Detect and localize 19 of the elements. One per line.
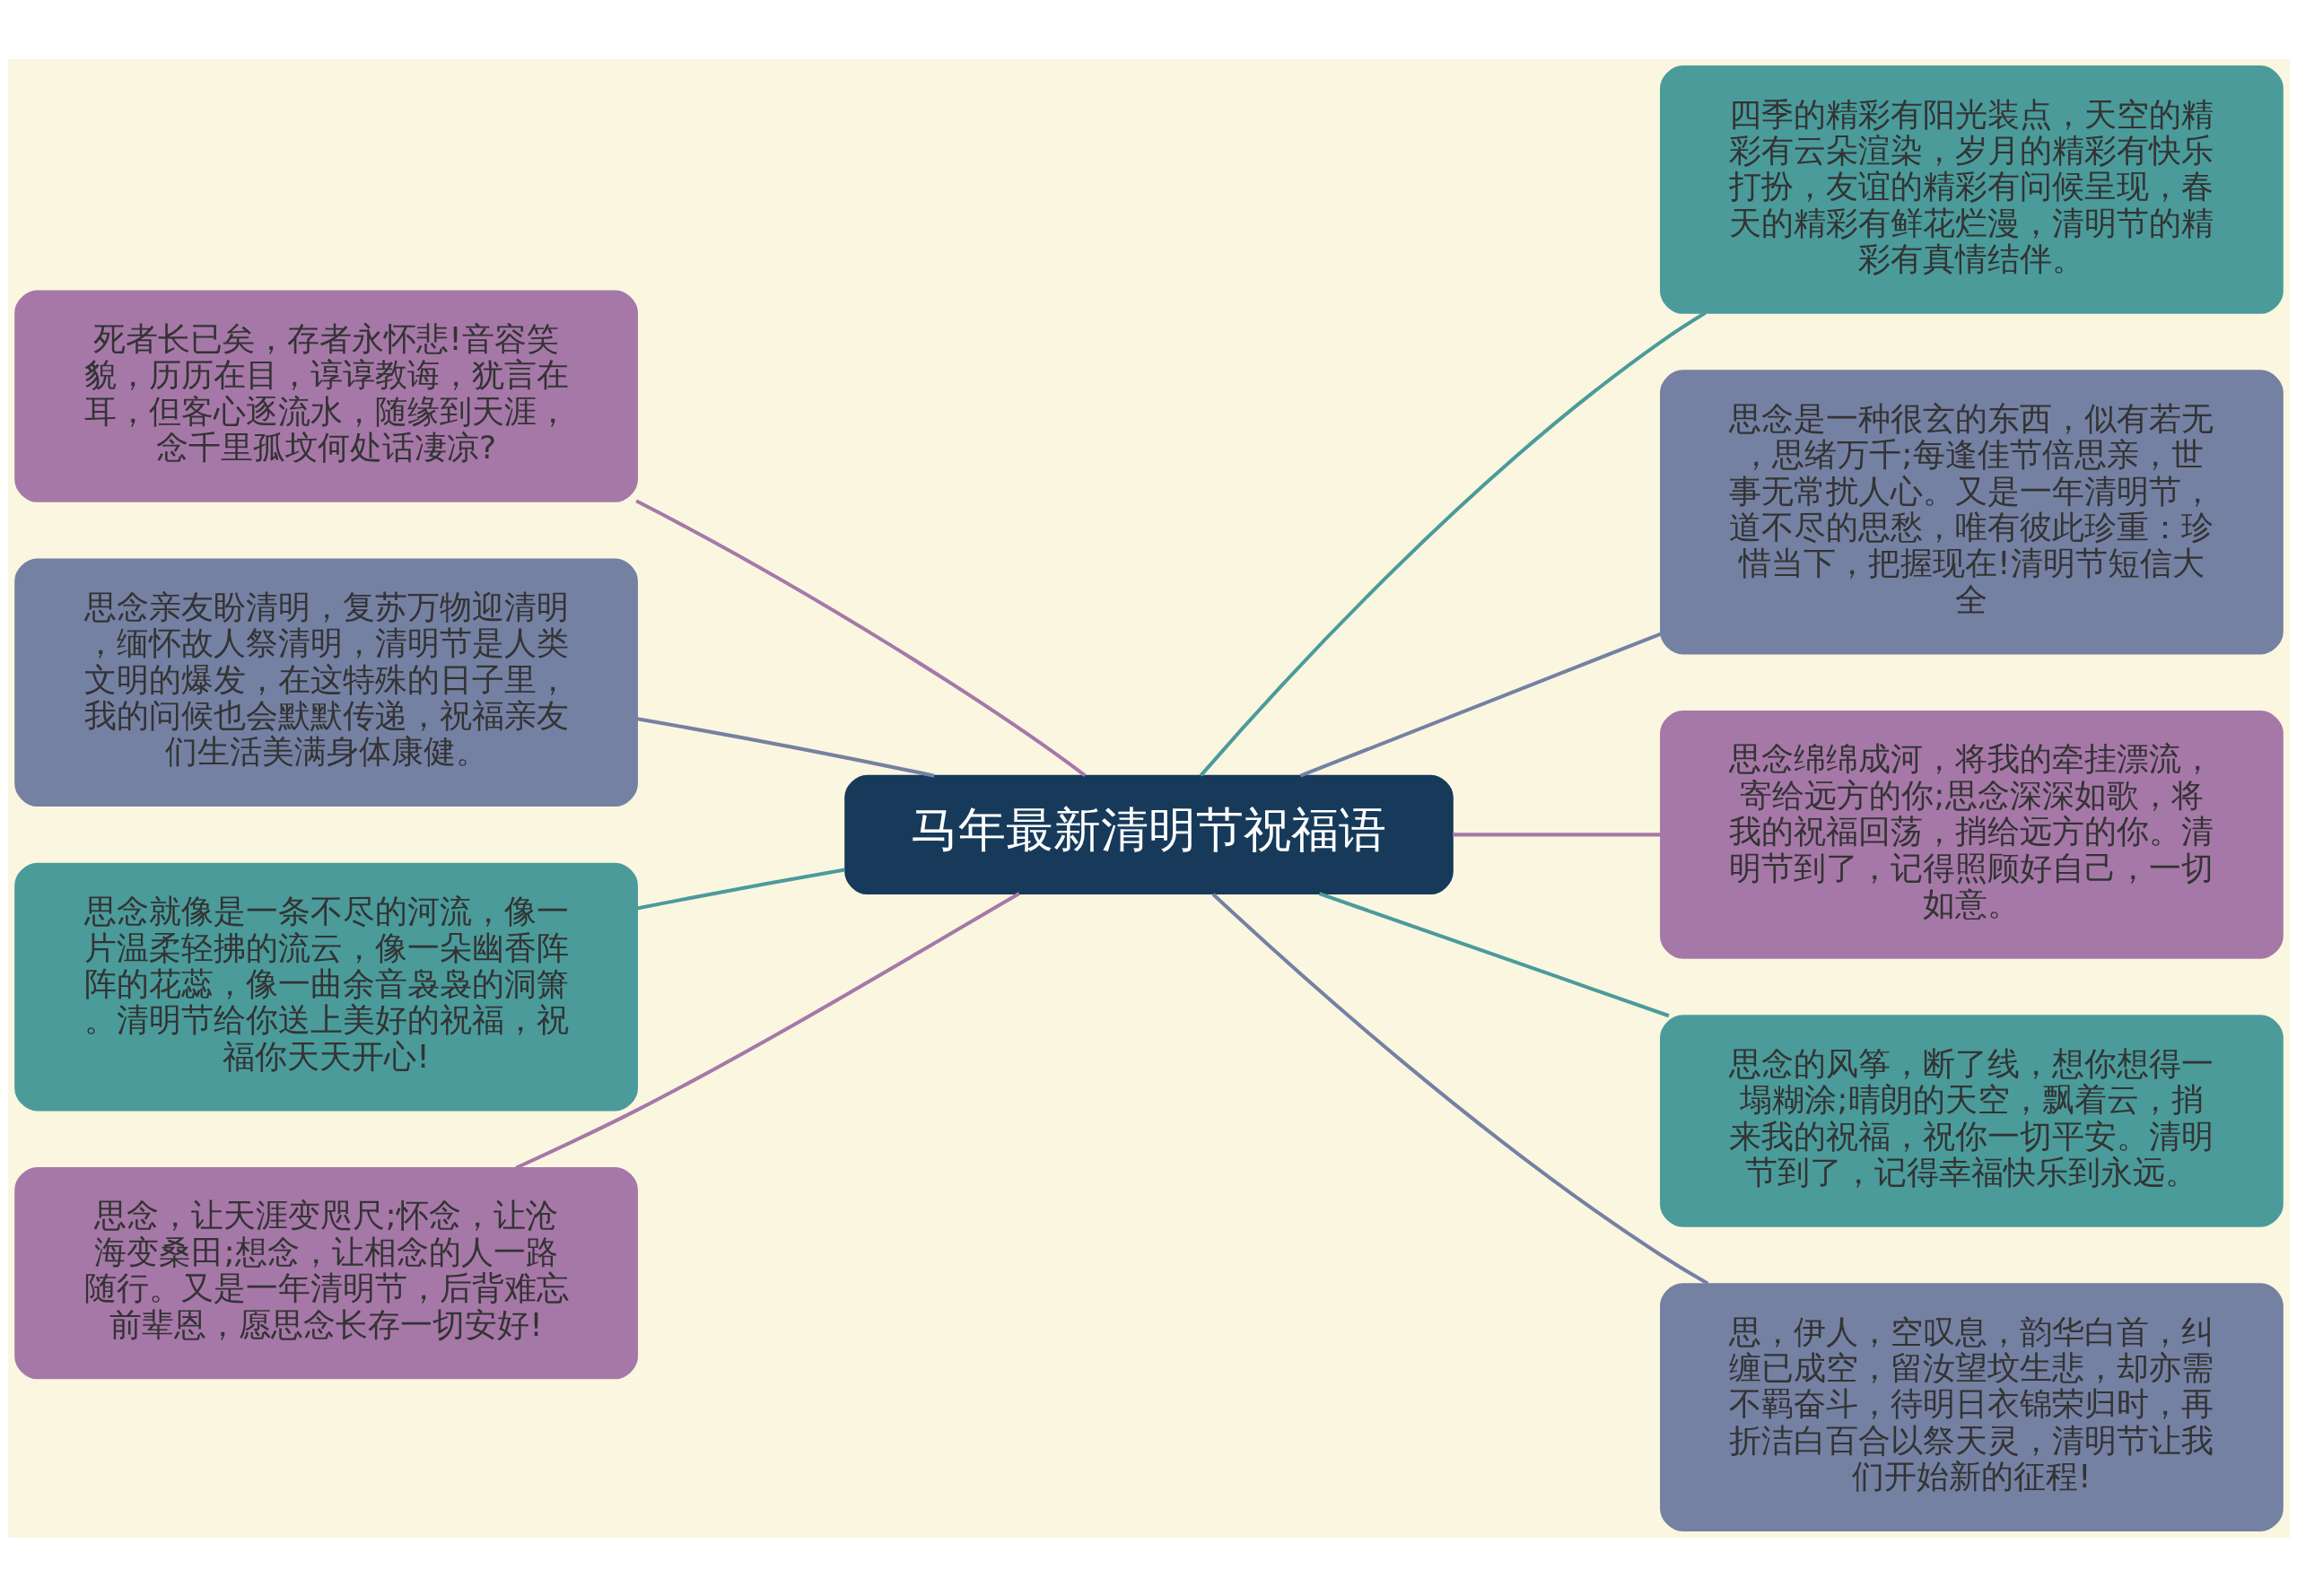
node-box: 马年最新清明节祝福语: [843, 774, 1454, 894]
node-box: 思念就像是一条不尽的河流，像一片温柔轻拂的流云，像一朵幽香阵阵的花蕊，像一曲余音袅袅的洞箫。清明节给你送上美好的祝福，祝福你天天开心!: [13, 862, 638, 1111]
connector: [636, 716, 934, 778]
node-box: 思念绵绵成河，将我的牵挂漂流，寄给远方的你;思念深深如歌，将我的祝福回荡，捎给远方的你。清明节到了，记得照顾好自己，一切如意。: [1659, 710, 2284, 959]
node-box: 四季的精彩有阳光装点，天空的精彩有云朵渲染，岁月的精彩有快乐打扮，友谊的精彩有问候呈现，春天的精彩有鲜花烂漫，清明节的精彩有真情结伴。: [1659, 65, 2284, 314]
connector: [1211, 892, 1708, 1285]
connector: [1452, 832, 1661, 836]
connector: [634, 499, 1086, 777]
node-box: 死者长已矣，存者永怀悲!音容笑貌，历历在目，谆谆教诲，犹言在耳，但客心逐流水，随缘到天涯，念千里孤坟何处话凄凉?: [13, 290, 638, 502]
connector: [636, 868, 845, 910]
node-box: 思念，让天涯变咫尺;怀念，让沧海变桑田;想念，让相念的人一路随行。又是一年清明节，后背难忘前辈恩，愿思念长存一切安好!: [13, 1166, 638, 1379]
node-box: 思念的风筝，断了线，想你想得一塌糊涂;晴朗的天空，飘着云，捎来我的祝福，祝你一切平安。清明节到了，记得幸福快乐到永远。: [1659, 1014, 2284, 1227]
node-box: 思念亲友盼清明，复苏万物迎清明，缅怀故人祭清明，清明节是人类文明的爆发，在这特殊的日子里，我的问候也会默默传递，祝福亲友们生活美满身体康健。: [13, 557, 638, 807]
node-box: 思，伊人，空叹息，韵华白首，纠缠已成空，留汝望坟生悲，却亦需不羁奋斗，待明日衣锦荣归时，再折洁白百合以祭天灵，清明节让我们开始新的征程!: [1659, 1282, 2284, 1531]
connector: [1318, 891, 1670, 1017]
node-box: 思念是一种很玄的东西，似有若无，思绪万千;每逢佳节倍思亲，世事无常扰人心。又是一年清明节，道不尽的思愁，唯有彼此珍重：珍惜当下，把握现在!清明节短信大全: [1659, 369, 2284, 654]
connector: [1299, 632, 1662, 778]
connector: [1199, 310, 1707, 777]
connector: [514, 891, 1020, 1170]
